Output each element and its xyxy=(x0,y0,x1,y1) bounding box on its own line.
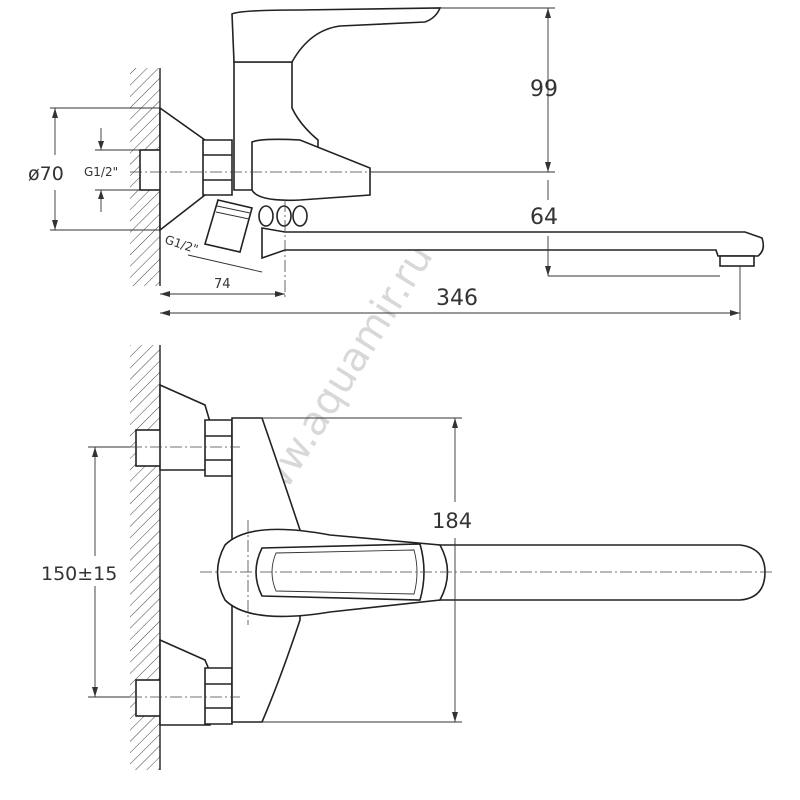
dimension-64: 64 xyxy=(530,180,720,277)
nut-lower xyxy=(204,667,233,725)
dimension-99: 99 xyxy=(370,7,558,173)
dimension-346: 346 xyxy=(160,266,741,320)
spout xyxy=(261,227,765,260)
side-view: 99 64 346 74 ø70 xyxy=(28,7,765,320)
flange-upper xyxy=(159,383,211,471)
lever-handle xyxy=(231,7,442,63)
escutcheon-flange xyxy=(159,106,206,232)
thread-label-inlet: G1/2" xyxy=(84,165,118,179)
spout-front xyxy=(429,544,766,601)
diverter xyxy=(251,138,371,202)
dim-flange-diameter: ø70 xyxy=(28,163,64,185)
wall-fitting-upper xyxy=(135,429,163,467)
flange-lower xyxy=(159,638,211,726)
hex-nut xyxy=(202,139,233,196)
dim-64: 64 xyxy=(530,205,558,230)
dimension-184: 184 xyxy=(262,417,472,723)
seal-ring xyxy=(292,205,308,227)
dimension-flange-diameter: ø70 xyxy=(28,107,160,231)
seal-ring xyxy=(276,205,292,227)
dim-99: 99 xyxy=(530,77,558,102)
dim-center-distance: 150±15 xyxy=(41,563,117,585)
nut-upper xyxy=(204,419,233,477)
thread-label-outlet: G1/2" xyxy=(163,233,200,257)
aerator xyxy=(719,255,755,267)
connector-thread-line xyxy=(216,205,251,214)
seal-ring xyxy=(258,205,274,227)
dimension-74: 74 xyxy=(160,277,285,297)
dim-184: 184 xyxy=(432,509,472,533)
dim-346: 346 xyxy=(436,286,478,311)
shower-connector xyxy=(203,199,253,253)
dimension-center-distance: 150±15 xyxy=(41,446,130,698)
wall-fitting-top xyxy=(139,149,163,191)
handle-slot-inner xyxy=(271,549,418,595)
dim-74: 74 xyxy=(214,277,231,292)
front-view: 184 150±15 xyxy=(41,345,775,770)
connector-thread-line xyxy=(215,211,250,220)
wall-fitting-lower xyxy=(135,679,163,717)
